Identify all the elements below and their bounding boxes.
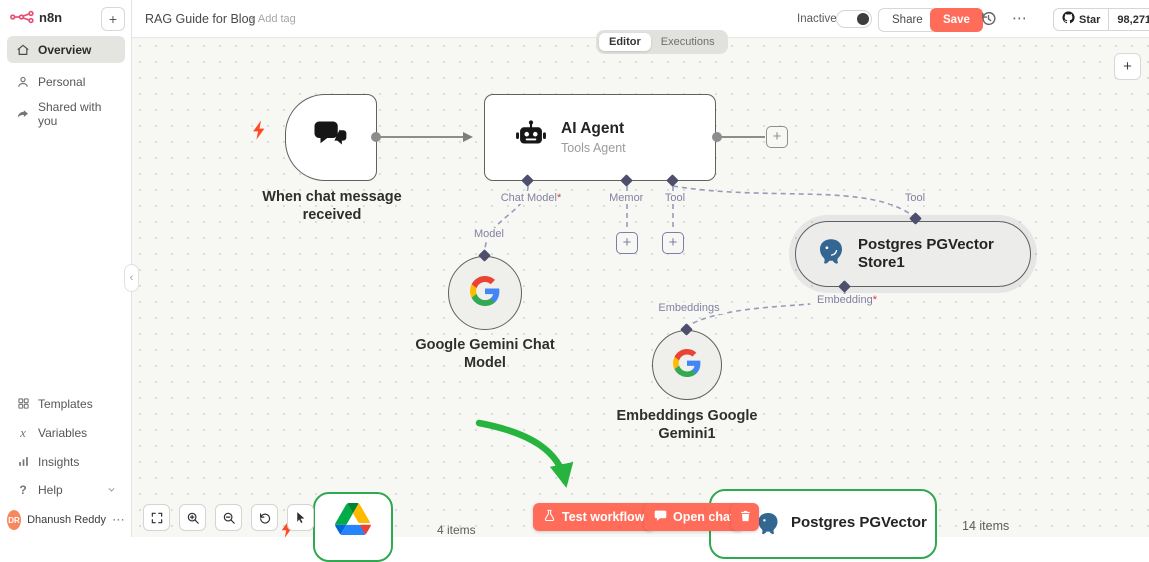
brand-name: n8n [39, 9, 63, 25]
sidebar-item-label: Variables [38, 425, 88, 440]
more-options-icon[interactable]: ⋯ [1012, 10, 1027, 27]
sidebar-item-overview[interactable]: Overview [7, 36, 125, 63]
github-icon [1062, 10, 1075, 29]
node-title: AI Agent [561, 120, 625, 137]
node-google-drive[interactable] [313, 492, 393, 562]
flask-icon [543, 509, 556, 525]
pointer-tool-button[interactable] [287, 504, 314, 531]
sidebar-item-label: Help [38, 482, 63, 497]
trash-icon [739, 509, 752, 526]
google-g-icon [470, 275, 500, 311]
google-g-icon [673, 348, 701, 382]
sidebar-item-label: Insights [38, 454, 80, 469]
node-label-trigger: When chat message received [262, 189, 402, 224]
postgres-elephant-icon [755, 511, 781, 542]
delete-button[interactable] [731, 503, 759, 531]
link-label-model: Model [462, 228, 516, 240]
output-port[interactable] [712, 132, 722, 142]
star-label: Star [1079, 13, 1101, 26]
new-workflow-button[interactable]: + [101, 7, 125, 31]
node-title: Postgres PGVector Store1 [858, 236, 994, 271]
sidebar-item-variables[interactable]: x Variables [7, 419, 125, 446]
github-star-widget[interactable]: Star 98,271 [1053, 8, 1149, 31]
zoom-to-fit-button[interactable] [143, 504, 170, 531]
link-label-tool: Tool [888, 192, 942, 204]
items-count-right: 14 items [962, 519, 1010, 533]
node-label-gemini-chat: Google Gemini Chat Model [415, 337, 555, 372]
sidebar-item-label: Overview [38, 42, 92, 57]
toggle-knob [857, 13, 869, 25]
sidebar-item-shared[interactable]: Shared with you [7, 99, 125, 128]
user-menu[interactable]: DR Dhanush Reddy ⋯ [7, 510, 125, 530]
sidebar-item-personal[interactable]: Personal [7, 68, 125, 95]
sidebar-item-label: Shared with you [38, 99, 102, 128]
google-drive-icon [335, 503, 371, 560]
workflow-title[interactable]: RAG Guide for Blog [145, 12, 256, 26]
help-icon: ? [19, 482, 27, 497]
sidebar-item-label: Templates [38, 396, 93, 411]
node-title: Postgres PGVector [791, 514, 927, 531]
port-label-embedding: Embedding* [810, 294, 884, 306]
person-icon [16, 75, 30, 89]
star-count: 98,271 [1117, 13, 1149, 26]
n8n-logo: n8n [10, 9, 62, 25]
chevron-down-icon [107, 483, 116, 497]
share-button[interactable]: Share [878, 8, 937, 32]
node-label-embeddings: Embeddings Google Gemini1 [616, 408, 758, 443]
sidebar-item-help[interactable]: ? Help [7, 476, 125, 503]
n8n-logo-icon [10, 10, 34, 24]
sidebar-collapse-button[interactable]: ‹ [124, 264, 139, 292]
variables-icon: x [20, 424, 26, 440]
home-icon [16, 43, 30, 57]
node-chat-trigger[interactable] [285, 94, 377, 181]
canvas-add-node-button[interactable]: + [1114, 53, 1141, 80]
items-count-left: 4 items [437, 523, 476, 537]
test-workflow-label: Test workflow [562, 510, 645, 524]
test-workflow-button[interactable]: Test workflow [533, 503, 655, 531]
open-chat-button[interactable]: Open chat [644, 503, 745, 531]
chat-bubble-icon [654, 509, 667, 525]
zoom-in-button[interactable] [179, 504, 206, 531]
link-label-embeddings: Embeddings [652, 302, 726, 314]
inactive-label: Inactive [797, 13, 837, 25]
user-name: Dhanush Reddy [27, 514, 106, 526]
reset-zoom-button[interactable] [251, 504, 278, 531]
insights-icon [16, 455, 30, 469]
history-icon[interactable] [980, 10, 997, 32]
user-more-icon[interactable]: ⋯ [112, 512, 125, 527]
port-label-tool: Tool [643, 192, 707, 204]
sidebar-item-label: Personal [38, 74, 86, 89]
port-label-chat-model: Chat Model* [484, 192, 578, 204]
node-subtitle: Tools Agent [561, 141, 626, 155]
node-gemini-chat-model[interactable] [448, 256, 522, 330]
robot-icon [515, 119, 547, 156]
tab-executions[interactable]: Executions [660, 36, 715, 48]
active-toggle[interactable] [836, 10, 872, 28]
lightning-bolt-icon [249, 117, 271, 148]
add-next-node-button[interactable]: + [766, 126, 788, 148]
open-chat-label: Open chat [673, 510, 735, 524]
add-memory-button[interactable]: + [616, 232, 638, 254]
add-tag-button[interactable]: + Add tag [249, 13, 296, 25]
node-embeddings-gemini[interactable] [652, 330, 722, 400]
lightning-bolt-icon [278, 517, 298, 546]
editor-tabs: Editor Executions [596, 30, 728, 54]
tab-editor[interactable]: Editor [599, 33, 651, 51]
node-pgvector-store[interactable]: Postgres PGVector Store1 [795, 221, 1031, 287]
avatar: DR [7, 510, 22, 530]
add-tool-button[interactable]: + [662, 232, 684, 254]
share-arrow-icon [16, 107, 30, 121]
zoom-out-button[interactable] [215, 504, 242, 531]
save-button[interactable]: Save [930, 8, 983, 32]
templates-icon [16, 397, 30, 411]
chat-bubbles-icon [313, 117, 349, 158]
sidebar-item-insights[interactable]: Insights [7, 448, 125, 475]
sidebar-item-templates[interactable]: Templates [7, 390, 125, 417]
output-port[interactable] [371, 132, 381, 142]
sidebar: n8n + Overview Personal Shared with you … [0, 0, 132, 537]
node-ai-agent[interactable]: AI Agent Tools Agent [484, 94, 716, 181]
postgres-elephant-icon [816, 237, 846, 272]
